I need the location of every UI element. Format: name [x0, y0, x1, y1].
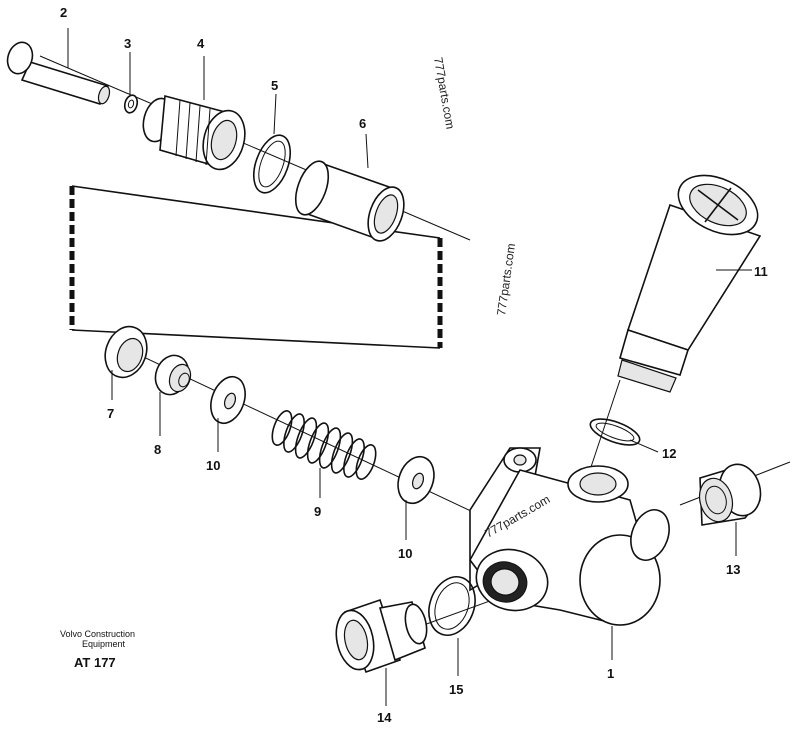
caption-line-2: Equipment	[82, 639, 126, 649]
part-8-valve	[154, 354, 192, 396]
caption-block: Volvo Construction Equipment AT 177	[60, 629, 135, 670]
callout-labels: 2 3 4 5 6 11 7 8 10 9 10 12 13 1 15 14	[60, 5, 768, 725]
callout-2: 2	[60, 5, 67, 20]
callout-14: 14	[377, 710, 392, 725]
part-13-plug	[698, 463, 762, 526]
part-2-bolt	[6, 41, 111, 105]
callout-4: 4	[197, 36, 205, 51]
callout-7: 7	[107, 406, 114, 421]
watermark-top: 777parts.com	[431, 56, 457, 130]
part-6-sleeve	[294, 160, 405, 242]
leader-lines	[67, 28, 752, 706]
callout-11: 11	[754, 264, 768, 279]
callout-9: 9	[314, 504, 321, 519]
callout-6: 6	[359, 116, 366, 131]
caption-line-1: Volvo Construction	[60, 629, 135, 639]
part-15-seal-ring	[428, 576, 476, 636]
callout-3: 3	[124, 36, 131, 51]
watermark-middle: 777parts.com	[494, 242, 518, 316]
callout-13: 13	[726, 562, 740, 577]
callout-8: 8	[154, 442, 161, 457]
callout-10-left: 10	[206, 458, 220, 473]
callout-10-right: 10	[398, 546, 412, 561]
part-5-seal-ring	[252, 134, 292, 194]
callout-15: 15	[449, 682, 463, 697]
part-7-seat	[104, 325, 148, 379]
part-12-o-ring	[589, 418, 641, 446]
part-11-hand-pump	[617, 174, 762, 393]
callout-12: 12	[662, 446, 676, 461]
part-10-washer-left	[210, 375, 246, 425]
callout-5: 5	[271, 78, 278, 93]
caption-code: AT 177	[74, 655, 116, 670]
part-10-washer-right	[397, 455, 435, 505]
part-3-washer	[123, 94, 139, 114]
callout-1: 1	[607, 666, 614, 681]
part-4-fitting	[142, 94, 246, 171]
part-14-union-screw	[335, 598, 428, 674]
part-9-spring	[271, 410, 377, 480]
part-1-pump-housing	[469, 447, 670, 626]
